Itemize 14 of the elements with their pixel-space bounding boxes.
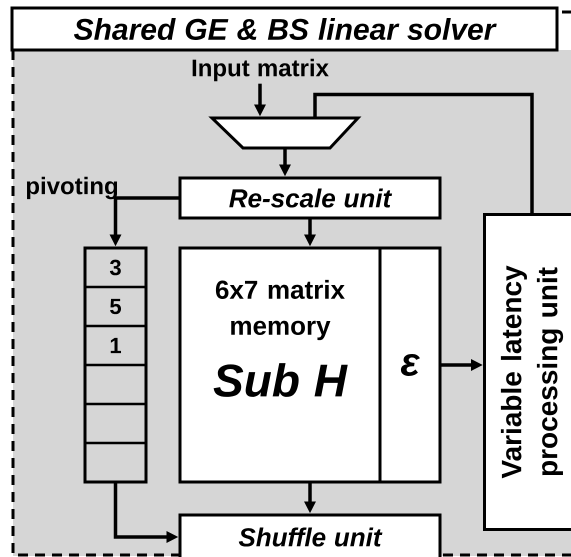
memory-label: 6x7 matrix memory — [216, 280, 345, 340]
register-value: 5 — [110, 298, 121, 314]
memory-box — [178, 246, 442, 484]
edge-label: pivoting — [26, 176, 118, 200]
unit-box: Shuffle unit — [178, 514, 442, 557]
memory-name: Sub H — [214, 363, 348, 397]
register-value: 3 — [110, 260, 121, 276]
epsilon-cell: ε — [378, 246, 442, 484]
pivot-register — [84, 246, 148, 484]
unit-box: Re-scale unit — [178, 176, 442, 220]
title-box: Shared GE & BS linear solver — [10, 6, 558, 52]
register-value: 1 — [110, 338, 121, 354]
processing-unit-box: Variable latency processing unit — [483, 213, 571, 531]
input-label: Input matrix — [192, 58, 329, 82]
